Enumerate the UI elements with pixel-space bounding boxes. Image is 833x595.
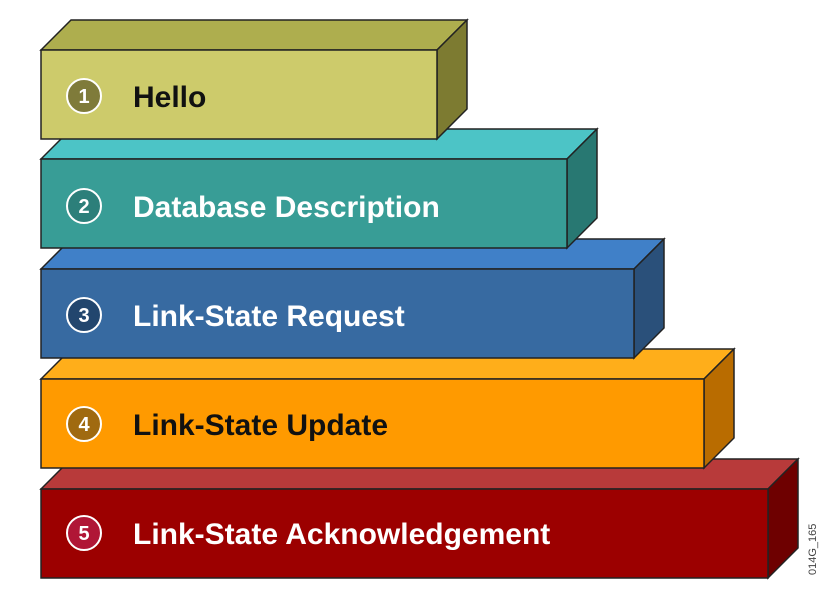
step-badge-5: [66, 515, 102, 551]
step-badge-3: [66, 297, 102, 333]
step-block-4: 4 Link-State Update: [39, 347, 736, 470]
step-badge-2: [66, 188, 102, 224]
step-block-4-front: [40, 378, 705, 469]
step-label-4: Link-State Update: [133, 409, 388, 442]
step-block-5-front: [40, 488, 769, 579]
step-label-3: Link-State Request: [133, 300, 405, 333]
step-badge-1: [66, 78, 102, 114]
step-block-2: 2 Database Description: [39, 127, 599, 250]
step-badge-4: [66, 406, 102, 442]
step-block-1-front: [40, 49, 438, 140]
step-block-1: 1 Hello: [39, 18, 469, 141]
step-block-5: 5 Link-State Acknowledgement: [39, 457, 800, 580]
step-block-3: 3 Link-State Request: [39, 237, 666, 360]
step-number-4: 4: [78, 414, 90, 436]
step-block-3-front: [40, 268, 635, 359]
step-block-1-top: [39, 19, 469, 51]
step-number-2: 2: [78, 196, 89, 218]
figure-code: 014G_165: [807, 524, 819, 575]
step-label-1: Hello: [133, 81, 206, 114]
step-number-5: 5: [78, 523, 89, 545]
step-label-2: Database Description: [133, 191, 440, 224]
step-label-5: Link-State Acknowledgement: [133, 518, 550, 551]
step-number-3: 3: [78, 305, 89, 327]
step-number-1: 1: [78, 86, 89, 108]
step-block-2-front: [40, 158, 568, 249]
